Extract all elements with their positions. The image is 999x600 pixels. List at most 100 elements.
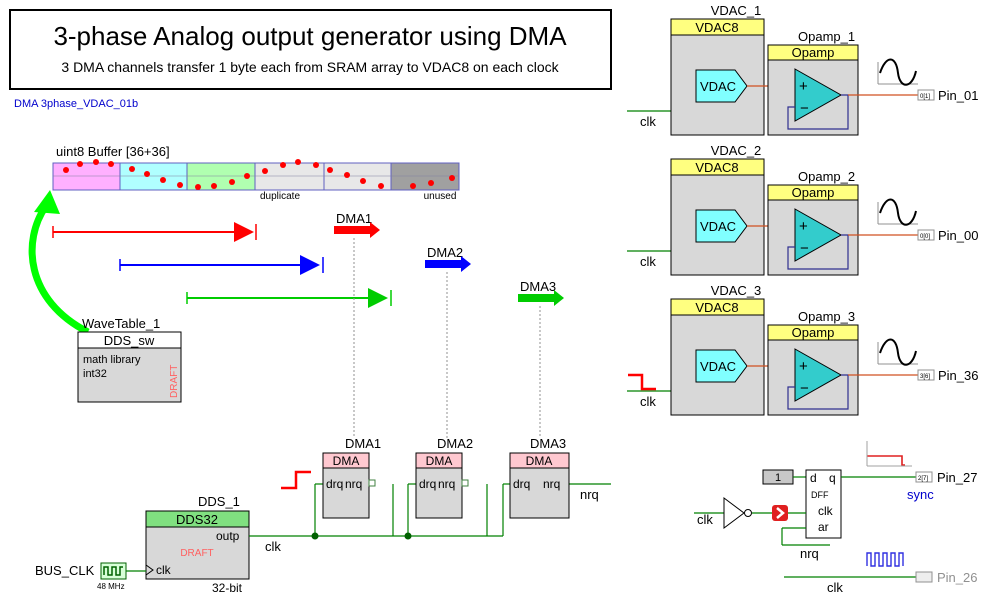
vdac-1-type: VDAC8 <box>695 20 738 35</box>
dma-block-1-drq: drq <box>326 477 343 491</box>
dma-block-2-instance: DMA2 <box>437 436 473 451</box>
svg-text:+: + <box>799 218 808 235</box>
dds-clk-in: clk <box>156 563 172 577</box>
title-box: 3-phase Analog output generator using DM… <box>9 9 612 90</box>
vdac-1-instance: VDAC_1 <box>711 3 762 18</box>
vdac-3-type: VDAC8 <box>695 300 738 315</box>
drq-edge-icon <box>281 470 311 490</box>
bus-clk-source[interactable]: BUS_CLK 48 MHz <box>35 562 146 591</box>
range-arrow-blue <box>119 255 324 275</box>
range-arrow-green <box>186 288 392 308</box>
opamp-3-block[interactable]: Opamp + − <box>767 324 859 416</box>
dma-block-2-type: DMA <box>426 454 453 468</box>
pin-27-label: Pin_27 <box>937 470 977 485</box>
wavetable-type: DDS_sw <box>104 333 155 348</box>
pin-2-tag: 0[0] <box>920 234 930 240</box>
range-arrow-red <box>52 222 257 242</box>
svg-text:+: + <box>799 358 808 375</box>
wavetable-component[interactable]: WaveTable_1 DDS_sw math library int32 DR… <box>77 316 182 403</box>
vdac-2-clk-label: clk <box>640 254 656 269</box>
clk-junction-2 <box>404 532 412 540</box>
sine-wave-icon <box>879 58 917 86</box>
dma2-arrow-label: DMA2 <box>427 245 463 260</box>
dma2-arrow: DMA2 <box>425 245 471 272</box>
buffer-label: uint8 Buffer [36+36] <box>56 144 170 159</box>
inverter-icon <box>723 497 745 529</box>
clock-edge-icon <box>772 505 788 521</box>
dma-block-1-type: DMA <box>333 454 360 468</box>
dma-block-2[interactable]: DMA2 DMA drq nrq <box>415 436 473 519</box>
vdac-channels: clkVDAC_1VDAC8VDACOpamp_1Opamp+−0[1]Pin_… <box>627 3 978 416</box>
vdac-channel-1: clkVDAC_1VDAC8VDACOpamp_1Opamp+−0[1]Pin_… <box>627 3 978 136</box>
pin-1-tag: 0[1] <box>920 94 930 100</box>
dma-block-3-nrq: nrq <box>543 477 560 491</box>
dma-guide-lines <box>353 238 541 438</box>
dff-name: DFF <box>811 490 829 500</box>
dff-section: 1 d q DFF clk ar clk nrq 2[7] Pin_27 syn… <box>694 441 977 561</box>
pin-icon <box>917 89 935 101</box>
wavetable-fill-arrow <box>28 190 90 336</box>
pin-26-clk-label: clk <box>827 580 843 595</box>
dma-block-2-drq: drq <box>419 477 436 491</box>
dma1-arrow: DMA1 <box>334 211 380 238</box>
pin-icon <box>917 369 935 381</box>
opamp-2-icon <box>794 208 843 262</box>
sine-wave-icon <box>879 338 917 366</box>
clk-net <box>249 483 611 537</box>
wavetable-instance: WaveTable_1 <box>82 316 160 331</box>
buffer-seg-6 <box>390 162 460 191</box>
vdac-3-clk-label: clk <box>640 394 656 409</box>
sync-pulse-icon <box>867 455 905 466</box>
dff-d: d <box>810 471 817 485</box>
svg-text:−: − <box>800 100 809 117</box>
dma-block-2-nrq: nrq <box>438 477 455 491</box>
dma-block-3-drq: drq <box>513 477 530 491</box>
dma-block-1[interactable]: DMA1 DMA drq nrq <box>322 436 381 519</box>
vdac-2-inner: VDAC <box>700 219 736 234</box>
vdac-1-clk-label: clk <box>640 114 656 129</box>
bus-clk-freq: 48 MHz <box>97 582 125 591</box>
pin-27-tag: 2[7] <box>918 476 928 482</box>
opamp-1-block[interactable]: Opamp+− <box>767 44 859 136</box>
svg-text:+: + <box>799 78 808 95</box>
opamp-2-type: Opamp <box>792 185 835 200</box>
dds-outp: outp <box>216 529 240 543</box>
vdac-channel-3: clkVDAC_3VDAC8VDACOpamp_3Opamp+−3[6]Pin_… <box>627 283 978 416</box>
opamp-1-icon <box>794 68 843 122</box>
buffer: uint8 Buffer [36+36] duplicate unused <box>52 144 460 202</box>
opamp-2-instance: Opamp_2 <box>798 169 855 184</box>
dff-clk: clk <box>818 504 834 518</box>
falling-edge-icon <box>628 373 656 391</box>
pin-3-tag: 3[6] <box>920 374 930 380</box>
opamp-2-block[interactable]: Opamp + − <box>767 184 859 276</box>
svg-text:−: − <box>800 240 809 257</box>
dma3-arrow-label: DMA3 <box>520 279 556 294</box>
project-label: DMA 3phase_VDAC_01b <box>14 98 138 110</box>
vdac-1-inner: VDAC <box>700 79 736 94</box>
pin-3-label: Pin_36 <box>938 368 978 383</box>
pin-26-label: Pin_26 <box>937 570 977 585</box>
dma3-arrow: DMA3 <box>518 279 564 306</box>
vdac-3-inner: VDAC <box>700 359 736 374</box>
dff-nrq-label: nrq <box>800 546 819 561</box>
opamp-1-instance: Opamp_1 <box>798 29 855 44</box>
dma-block-3-instance: DMA3 <box>530 436 566 451</box>
dff-block[interactable] <box>805 469 842 539</box>
dds-component[interactable]: DDS_1 DDS32 DRAFT outp clk 32-bit <box>145 494 250 595</box>
svg-text:−: − <box>800 380 809 397</box>
pin-2-label: Pin_00 <box>938 228 978 243</box>
dma-block-3[interactable]: DMA3 DMA drq nrq <box>509 436 570 519</box>
bus-clk-label: BUS_CLK <box>35 563 95 578</box>
opamp-3-type: Opamp <box>792 325 835 340</box>
sine-wave-icon <box>879 198 917 226</box>
vdac-2-type: VDAC8 <box>695 160 738 175</box>
dma1-arrow-label: DMA1 <box>336 211 372 226</box>
wavetable-line2: int32 <box>83 368 107 380</box>
opamp-3-instance: Opamp_3 <box>798 309 855 324</box>
vdac-channel-2: clkVDAC_2VDAC8VDACOpamp_2Opamp+−0[0]Pin_… <box>627 143 978 276</box>
pin-26-section: clk Pin_26 <box>784 552 977 595</box>
sync-label: sync <box>907 487 934 502</box>
